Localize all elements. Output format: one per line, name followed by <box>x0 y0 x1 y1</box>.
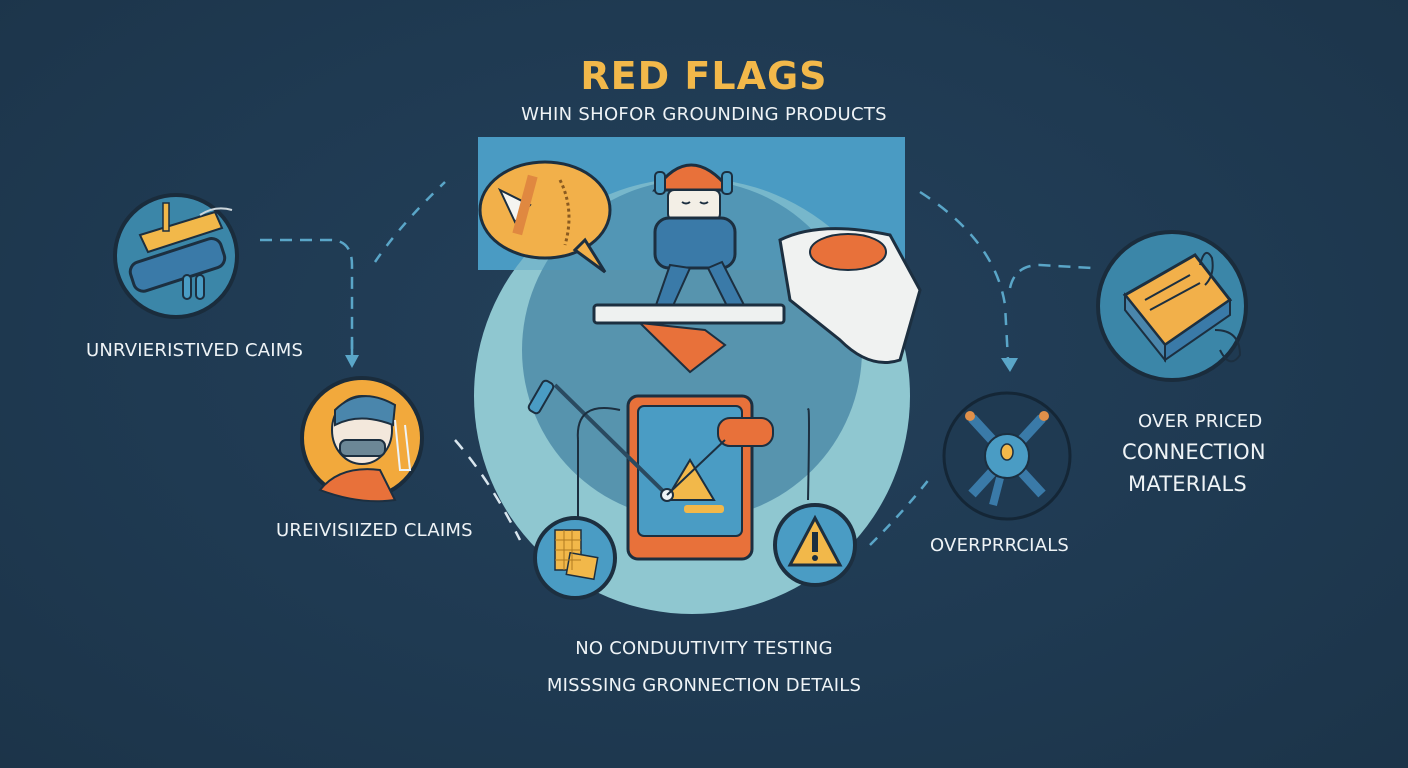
worker-helmet-icon <box>300 376 424 503</box>
label-overpriced-line1: OVER PRICED <box>1138 411 1263 432</box>
label-missing-connection-details: MISSSING GRONNECTION DETAILS <box>546 675 862 696</box>
warning-triangle-icon <box>773 503 857 587</box>
label-overpricials: OVERPRRCIALS <box>930 535 1070 556</box>
connector-lines <box>260 181 1093 546</box>
platform <box>592 303 786 325</box>
speech-bubble-icon <box>478 160 612 274</box>
label-overpriced-line3: MATERIALS <box>1128 472 1247 496</box>
connector-hub-icon <box>942 391 1072 521</box>
label-unverified-claims-1: UNRVIERISTIVED CAIMS <box>86 340 304 361</box>
page-title: RED FLAGS <box>580 54 828 98</box>
label-no-conductivity-testing: NO CONDUUTIVITY TESTING <box>575 638 833 659</box>
device-panel-icon <box>527 379 810 561</box>
grid-patch-icon <box>533 516 617 600</box>
label-unverified-claims-2: UREIVISIIZED CLAIMS <box>276 520 473 541</box>
gloved-hand-icon <box>778 227 922 364</box>
page-subtitle: WHIN SHOFOR GROUNDING PRODUCTS <box>521 104 887 125</box>
device-icon <box>113 193 239 319</box>
label-overpriced-line2: CONNECTION <box>1122 440 1266 464</box>
product-box-icon <box>1096 230 1248 382</box>
